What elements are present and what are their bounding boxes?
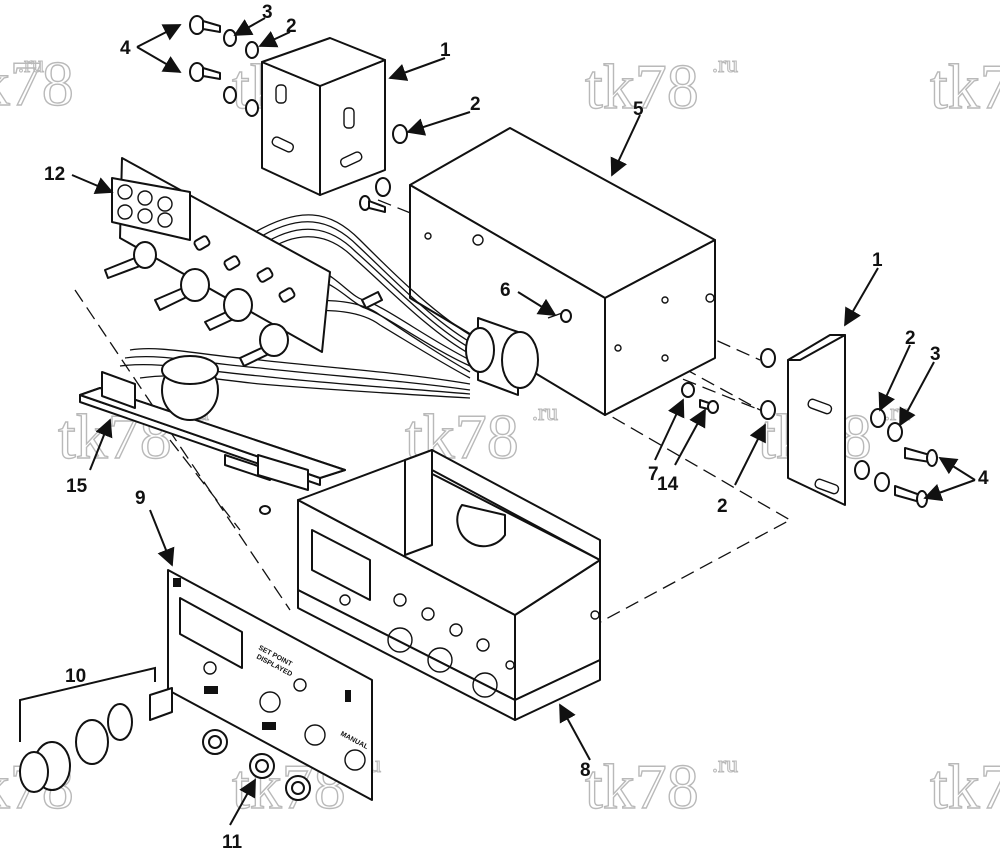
part-8-chassis-tray [297,449,601,721]
callout-1-top: 1 [440,40,451,61]
callout-6: 6 [500,280,511,301]
callout-15: 15 [66,476,88,497]
callout-labels: 1 1 2 2 2 2 3 3 4 4 5 6 7 8 9 10 11 12 1… [44,2,989,853]
wiring-harness [119,214,471,399]
callout-8: 8 [580,760,591,781]
svg-text:.ru: .ru [18,52,44,78]
callout-2-right: 2 [905,328,916,349]
watermark: tk78.ru [0,47,74,119]
callout-14: 14 [657,474,679,495]
callout-2-top-a: 2 [286,16,297,37]
svg-text:tk78: tk78 [0,48,74,119]
watermark: tk78 [929,50,1000,122]
part-11-knobs [202,729,311,801]
svg-text:.ru: .ru [532,400,558,426]
callout-leaders [19,17,976,826]
part-5-enclosure [409,127,716,416]
callout-3-right: 3 [930,344,941,365]
svg-text:.ru: .ru [712,752,738,778]
callout-10: 10 [65,666,86,687]
callout-3-top: 3 [262,2,273,23]
callout-11: 11 [222,832,243,853]
svg-text:tk78: tk78 [930,751,1000,822]
part-9-front-panel: SET POINT DISPLAYED MANUAL [167,569,373,801]
svg-text:tk78: tk78 [930,51,1000,122]
part-12-switch-board [104,157,331,367]
part-10-knob-assembly [19,687,173,793]
callout-1-right: 1 [872,250,883,271]
svg-text:tk78: tk78 [585,51,699,122]
part-15-circuit-board [79,355,346,515]
svg-text:tk78: tk78 [585,751,699,822]
callout-7: 7 [648,464,659,485]
watermark: tk78.ru [404,399,558,472]
watermark: tk78 .ru [584,50,738,122]
watermarks: tk78.ru tk78.ru tk78.ru tk78 tk78.ru tk7… [0,47,1000,822]
watermark: tk78 [929,750,1000,822]
watermark: tk78 .ru [584,750,738,822]
svg-text:.ru: .ru [712,52,738,78]
part-1-right-bracket [681,334,938,508]
callout-4-right: 4 [978,468,989,489]
callout-5: 5 [633,99,644,120]
circular-connector [465,309,572,396]
callout-2-top-b: 2 [470,94,481,115]
part-1-top-bracket [261,37,386,196]
top-left-hardware [189,15,408,213]
callout-12: 12 [44,164,65,185]
callout-2-bottom: 2 [717,496,728,517]
callout-4-left: 4 [120,38,131,59]
callout-9: 9 [135,488,146,509]
